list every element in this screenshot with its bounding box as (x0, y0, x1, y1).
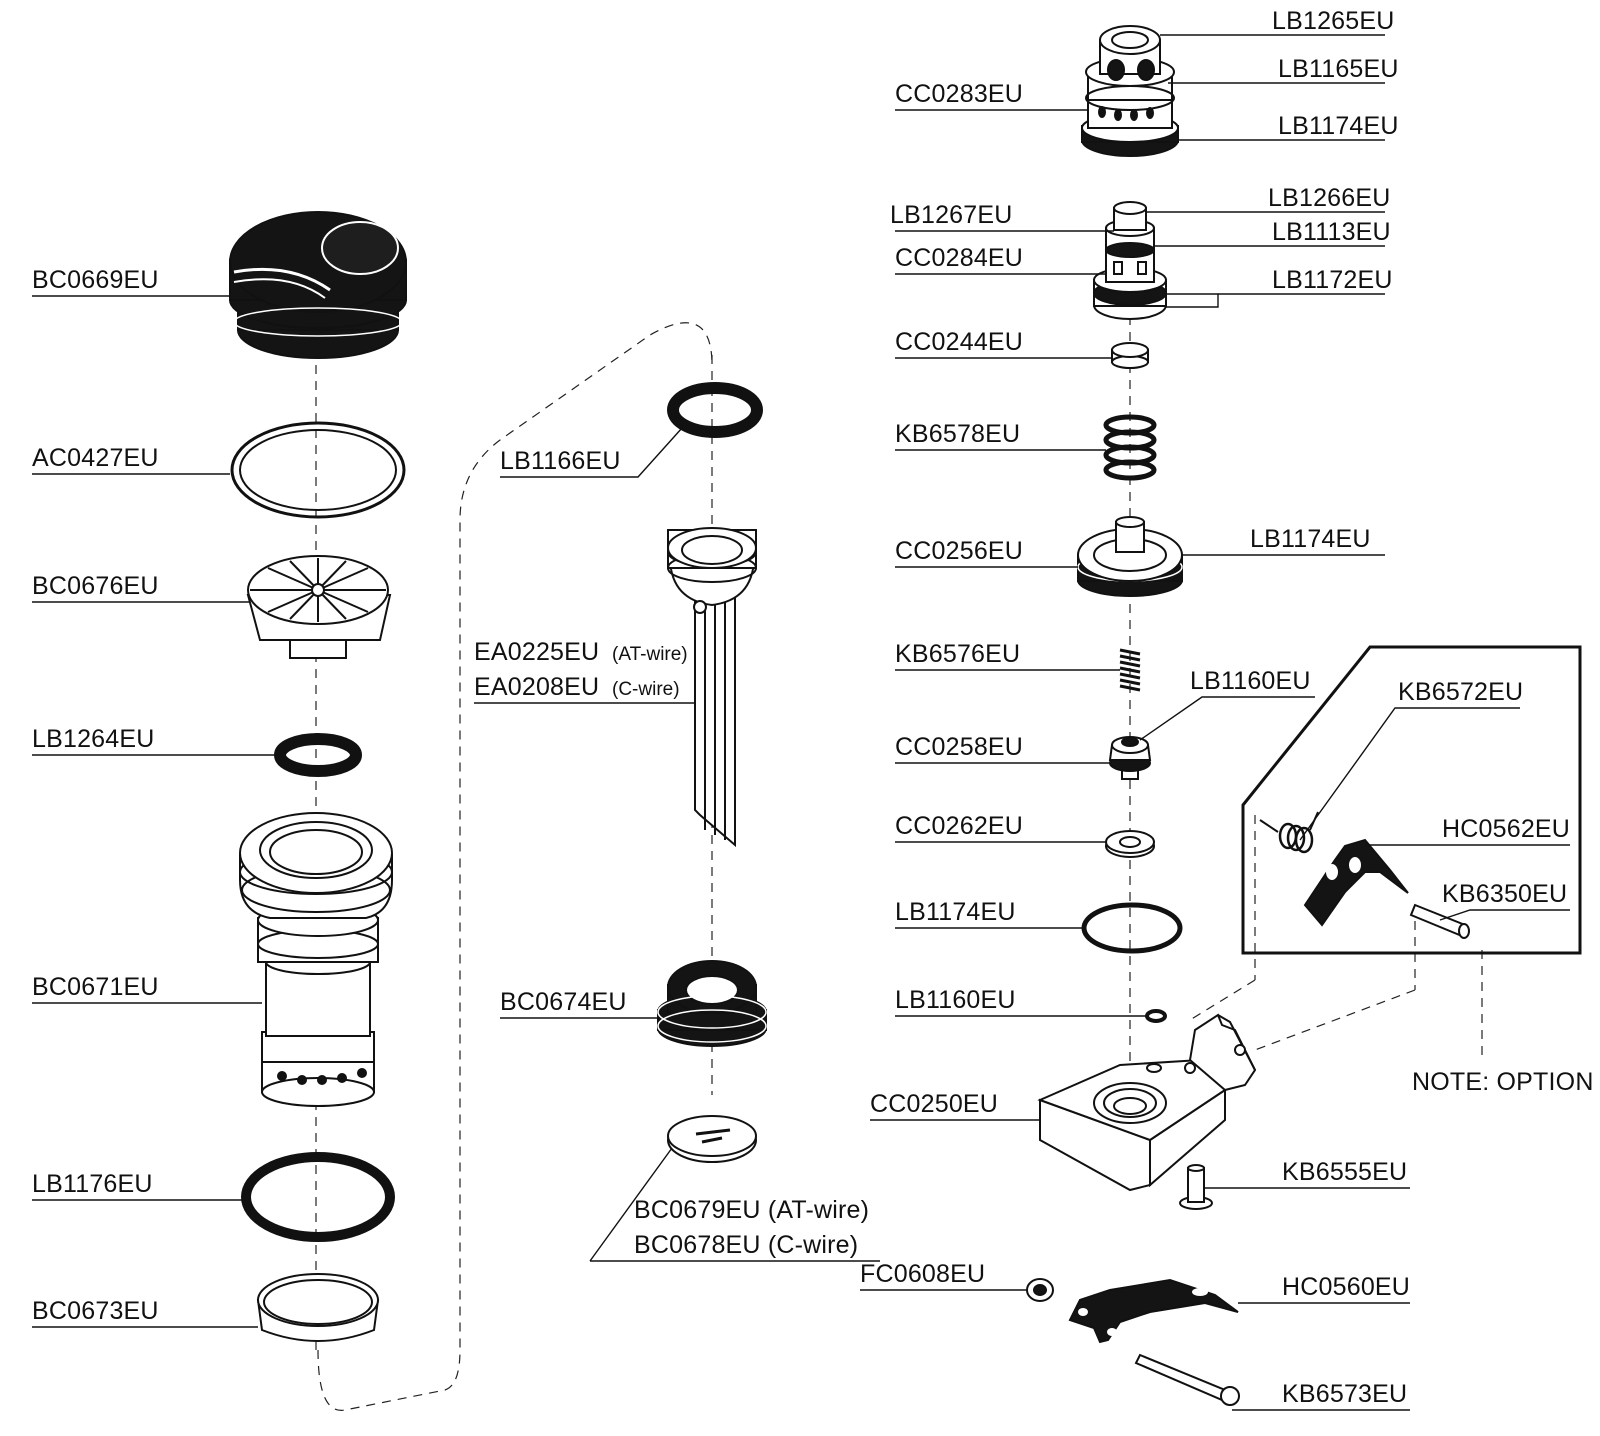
cc0258eu-valve-part (1108, 736, 1152, 780)
label-bc0678eu: BC0678EU (C-wire) (634, 1231, 858, 1259)
hc0562eu-lever-part (1303, 838, 1409, 927)
label-fc0608eu: FC0608EU (860, 1260, 985, 1288)
cc0244eu-puck-part (1111, 342, 1149, 369)
assembly-axes (315, 300, 1483, 1411)
bc0676eu-spacer-part (246, 555, 392, 659)
cc0284eu-valve-part (1093, 201, 1167, 320)
label-lb1264eu: LB1264EU (32, 725, 155, 753)
kb6555eu-pin-part (1179, 1164, 1213, 1210)
label-cc0284eu: CC0284EU (895, 244, 1023, 272)
label-kb6572eu: KB6572EU (1398, 678, 1523, 706)
label-lb1174eu-mid: LB1174EU (1250, 525, 1371, 553)
hc0560eu-lever-part (1068, 1278, 1239, 1344)
label-bc0676eu: BC0676EU (32, 572, 159, 600)
label-cc0256eu: CC0256EU (895, 537, 1023, 565)
label-hc0560eu: HC0560EU (1282, 1273, 1410, 1301)
lb1174eu-oring-part (1081, 902, 1183, 954)
label-bc0679eu: BC0679EU (AT-wire) (634, 1196, 869, 1224)
leader-lines (32, 34, 1570, 1411)
lb1166eu-oring-part (667, 382, 763, 438)
ea0225eu-shaft-part (667, 527, 757, 848)
ac0427eu-ring-part (230, 421, 406, 519)
label-bc0669eu: BC0669EU (32, 266, 159, 294)
kb6576eu-spring-part (1119, 648, 1141, 692)
kb6573eu-pin-part (1134, 1353, 1240, 1406)
label-ea0225eu: EA0225EU (474, 638, 599, 666)
kb6578eu-spring-part (1103, 414, 1157, 481)
label-lb1176eu: LB1176EU (32, 1170, 153, 1198)
lb1264eu-oring-part (274, 733, 362, 777)
label-cc0283eu: CC0283EU (895, 80, 1023, 108)
label-bc0671eu: BC0671EU (32, 973, 159, 1001)
option-box (1241, 645, 1582, 955)
kb6572eu-spring-part (1259, 811, 1319, 854)
label-cc0258eu: CC0258EU (895, 733, 1023, 761)
bc0679eu-disc-part (667, 1115, 757, 1163)
label-lb1265eu: LB1265EU (1272, 7, 1395, 35)
kb6350eu-pin-part (1409, 903, 1470, 939)
label-kb6555eu: KB6555EU (1282, 1158, 1407, 1186)
label-lb1172eu: LB1172EU (1272, 266, 1393, 294)
part-labels: BC0669EU AC0427EU BC0676EU LB1264EU BC06… (32, 7, 1594, 1408)
label-lb1160eu-low: LB1160EU (895, 986, 1016, 1014)
label-lb1174eu-low: LB1174EU (895, 898, 1016, 926)
label-ea0225eu-note: (AT-wire) (612, 644, 688, 665)
fc0608eu-nut-part (1026, 1278, 1054, 1302)
label-lb1266eu: LB1266EU (1268, 184, 1391, 212)
bc0674eu-seal-part (657, 960, 767, 1047)
label-cc0250eu: CC0250EU (870, 1090, 998, 1118)
cc0256eu-piston-part (1077, 516, 1183, 597)
cc0283eu-cartridge-part (1081, 25, 1179, 157)
label-lb1165eu: LB1165EU (1278, 55, 1399, 83)
label-ac0427eu: AC0427EU (32, 444, 159, 472)
label-cc0262eu: CC0262EU (895, 812, 1023, 840)
label-lb1113eu: LB1113EU (1272, 218, 1391, 246)
label-kb6578eu: KB6578EU (895, 420, 1020, 448)
lb1176eu-oring-part (241, 1152, 395, 1242)
lb1160eu-oring-part (1145, 1009, 1167, 1023)
label-hc0562eu: HC0562EU (1442, 815, 1570, 843)
label-note-option: NOTE: OPTION (1412, 1068, 1594, 1096)
label-lb1166eu: LB1166EU (500, 447, 621, 475)
label-bc0674eu: BC0674EU (500, 988, 627, 1016)
label-cc0244eu: CC0244EU (895, 328, 1023, 356)
cc0250eu-base-part (1037, 1013, 1257, 1192)
bc0673eu-cup-part (256, 1273, 380, 1342)
label-kb6576eu: KB6576EU (895, 640, 1020, 668)
label-ea0208eu: EA0208EU (474, 673, 599, 701)
label-lb1174eu-top: LB1174EU (1278, 112, 1399, 140)
cc0262eu-washer-part (1105, 830, 1155, 858)
label-kb6350eu: KB6350EU (1442, 880, 1567, 908)
label-lb1160eu-top: LB1160EU (1190, 667, 1311, 695)
label-lb1267eu: LB1267EU (890, 201, 1013, 229)
label-ea0208eu-note: (C-wire) (612, 679, 680, 700)
bc0671eu-body-part (239, 812, 393, 1107)
label-kb6573eu: KB6573EU (1282, 1380, 1407, 1408)
label-bc0673eu: BC0673EU (32, 1297, 159, 1325)
bc0669eu-cap-part (229, 211, 407, 359)
